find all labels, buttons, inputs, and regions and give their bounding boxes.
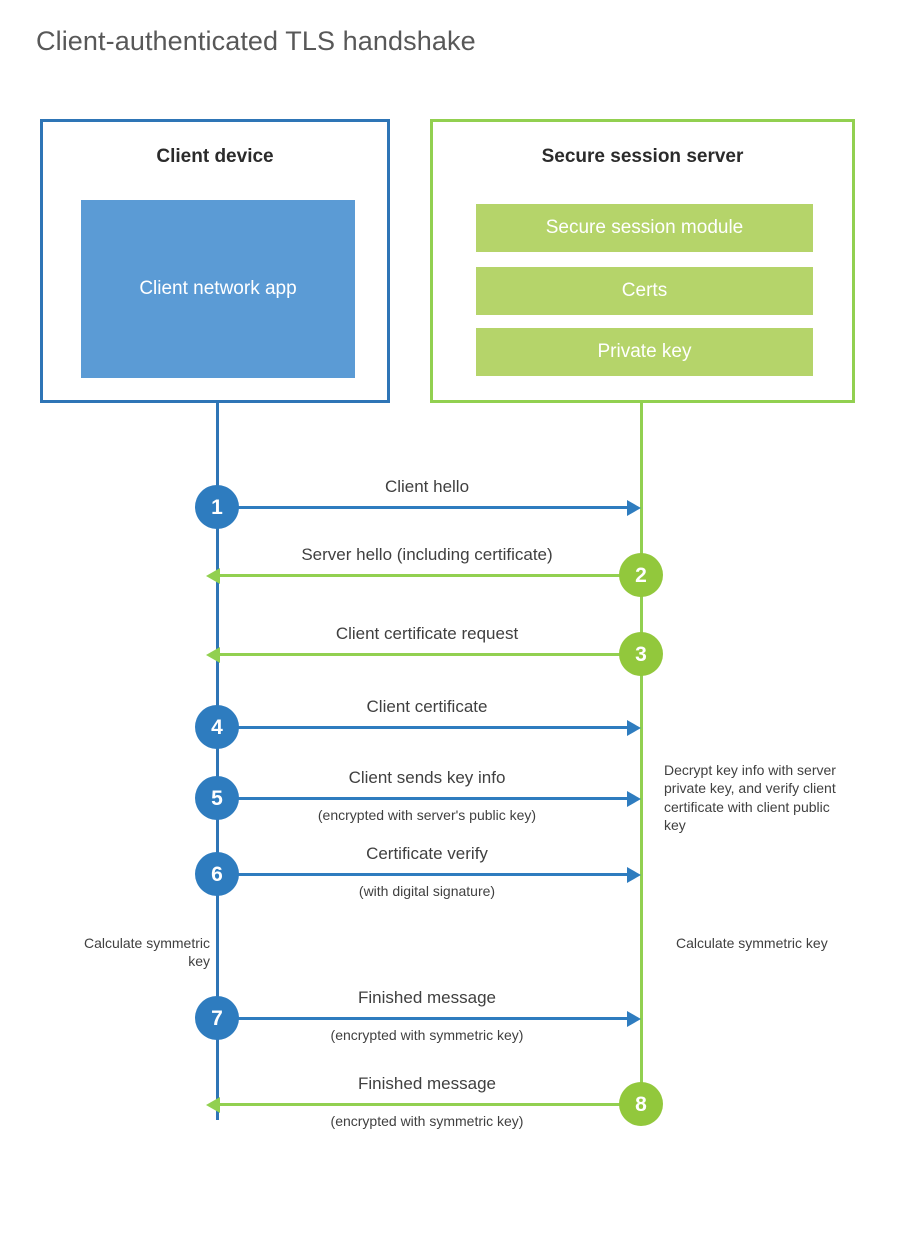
step-badge-6[interactable]: 6 [195, 852, 239, 896]
arrow-head-icon-4 [627, 720, 641, 736]
message-label-3: Client certificate request [335, 624, 519, 643]
message-line-1 [217, 506, 637, 509]
server-component-secure-session-module: Secure session module [476, 204, 813, 252]
message-sublabel-8: (encrypted with symmetric key) [330, 1113, 524, 1129]
server-component-private-key: Private key [476, 328, 813, 376]
note-calculate-symmetric-key-server: Calculate symmetric key [676, 935, 828, 951]
message-label-4: Client certificate [366, 697, 488, 716]
message-label-6: Certificate verify [366, 844, 488, 863]
message-label-5: Client sends key info [348, 768, 506, 787]
message-label-1: Client hello [384, 477, 470, 496]
secure-session-server-box: Secure session server Secure session mod… [430, 119, 855, 403]
arrow-head-icon-3 [206, 647, 220, 663]
message-line-5 [217, 797, 637, 800]
arrow-head-icon-6 [627, 867, 641, 883]
message-line-2 [220, 574, 640, 577]
client-device-box: Client device Client network app [40, 119, 390, 403]
arrow-head-icon-2 [206, 568, 220, 584]
step-badge-8[interactable]: 8 [619, 1082, 663, 1126]
server-lifeline [640, 403, 643, 1105]
message-label-8: Finished message [358, 1074, 496, 1093]
server-component-certs: Certs [476, 267, 813, 315]
step-badge-1[interactable]: 1 [195, 485, 239, 529]
message-sublabel-5: (encrypted with server's public key) [317, 807, 537, 823]
step-badge-7[interactable]: 7 [195, 996, 239, 1040]
message-line-4 [217, 726, 637, 729]
message-label-2: Server hello (including certificate) [301, 545, 553, 564]
step-badge-5[interactable]: 5 [195, 776, 239, 820]
note-decrypt-key-info: Decrypt key info with server private key… [664, 762, 836, 834]
note-calculate-symmetric-key-client: Calculate symmetric key [83, 935, 210, 970]
arrow-head-icon-5 [627, 791, 641, 807]
message-sublabel-7: (encrypted with symmetric key) [330, 1027, 524, 1043]
message-line-6 [217, 873, 637, 876]
step-badge-4[interactable]: 4 [195, 705, 239, 749]
arrow-head-icon-8 [206, 1097, 220, 1113]
message-sublabel-6: (with digital signature) [358, 883, 496, 899]
client-network-app-block: Client network app [81, 200, 355, 378]
step-badge-2[interactable]: 2 [619, 553, 663, 597]
page-title: Client-authenticated TLS handshake [36, 26, 476, 56]
message-line-8 [220, 1103, 640, 1106]
client-lifeline [216, 403, 219, 1120]
message-label-7: Finished message [358, 988, 496, 1007]
arrow-head-icon-7 [627, 1011, 641, 1027]
step-badge-3[interactable]: 3 [619, 632, 663, 676]
message-line-3 [220, 653, 640, 656]
client-device-title: Client device [156, 146, 274, 167]
secure-session-server-title: Secure session server [541, 146, 744, 167]
arrow-head-icon-1 [627, 500, 641, 516]
message-line-7 [217, 1017, 637, 1020]
